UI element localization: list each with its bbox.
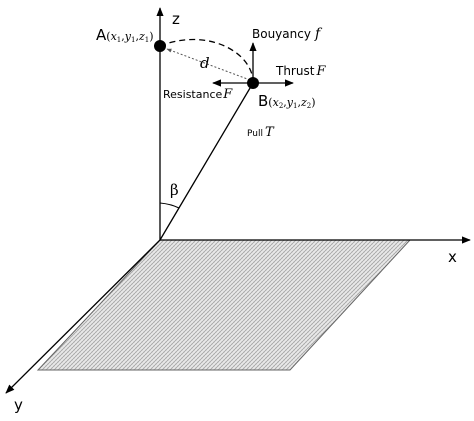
distance-line	[166, 48, 251, 81]
y-axis	[5, 239, 161, 394]
tether-line	[159, 82, 254, 241]
point-a-label: A(x1,y1,z1)	[96, 26, 154, 44]
point-b-label: B(x2,y1,z2)	[258, 92, 316, 110]
x-axis-label: x	[448, 248, 457, 266]
angle-arc	[159, 202, 180, 209]
y-axis-label: y	[14, 396, 23, 414]
distance-label: d	[200, 54, 210, 72]
point-a	[154, 40, 166, 52]
angle-beta-label: β	[170, 181, 179, 199]
z-axis-label: z	[172, 10, 180, 28]
trajectory-arc	[159, 38, 254, 81]
resistance-label: ResistanceF	[163, 87, 233, 102]
